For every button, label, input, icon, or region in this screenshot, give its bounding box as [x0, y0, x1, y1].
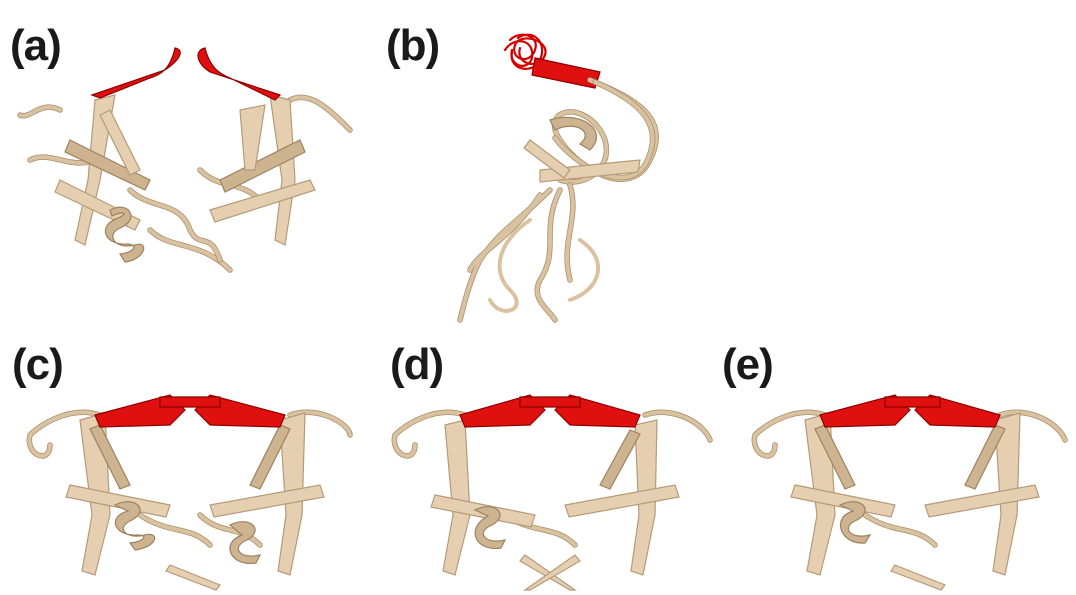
panel-label-d: (d) — [390, 343, 443, 387]
protein-ensemble-b — [440, 20, 700, 330]
protein-structure-c — [20, 385, 365, 590]
panel-label-e: (e) — [722, 343, 773, 387]
protein-structure-d — [385, 385, 720, 590]
panel-label-c: (c) — [12, 343, 63, 387]
panel-label-b: (b) — [386, 24, 439, 68]
protein-structure-a — [0, 40, 370, 280]
protein-structure-e — [745, 385, 1075, 590]
